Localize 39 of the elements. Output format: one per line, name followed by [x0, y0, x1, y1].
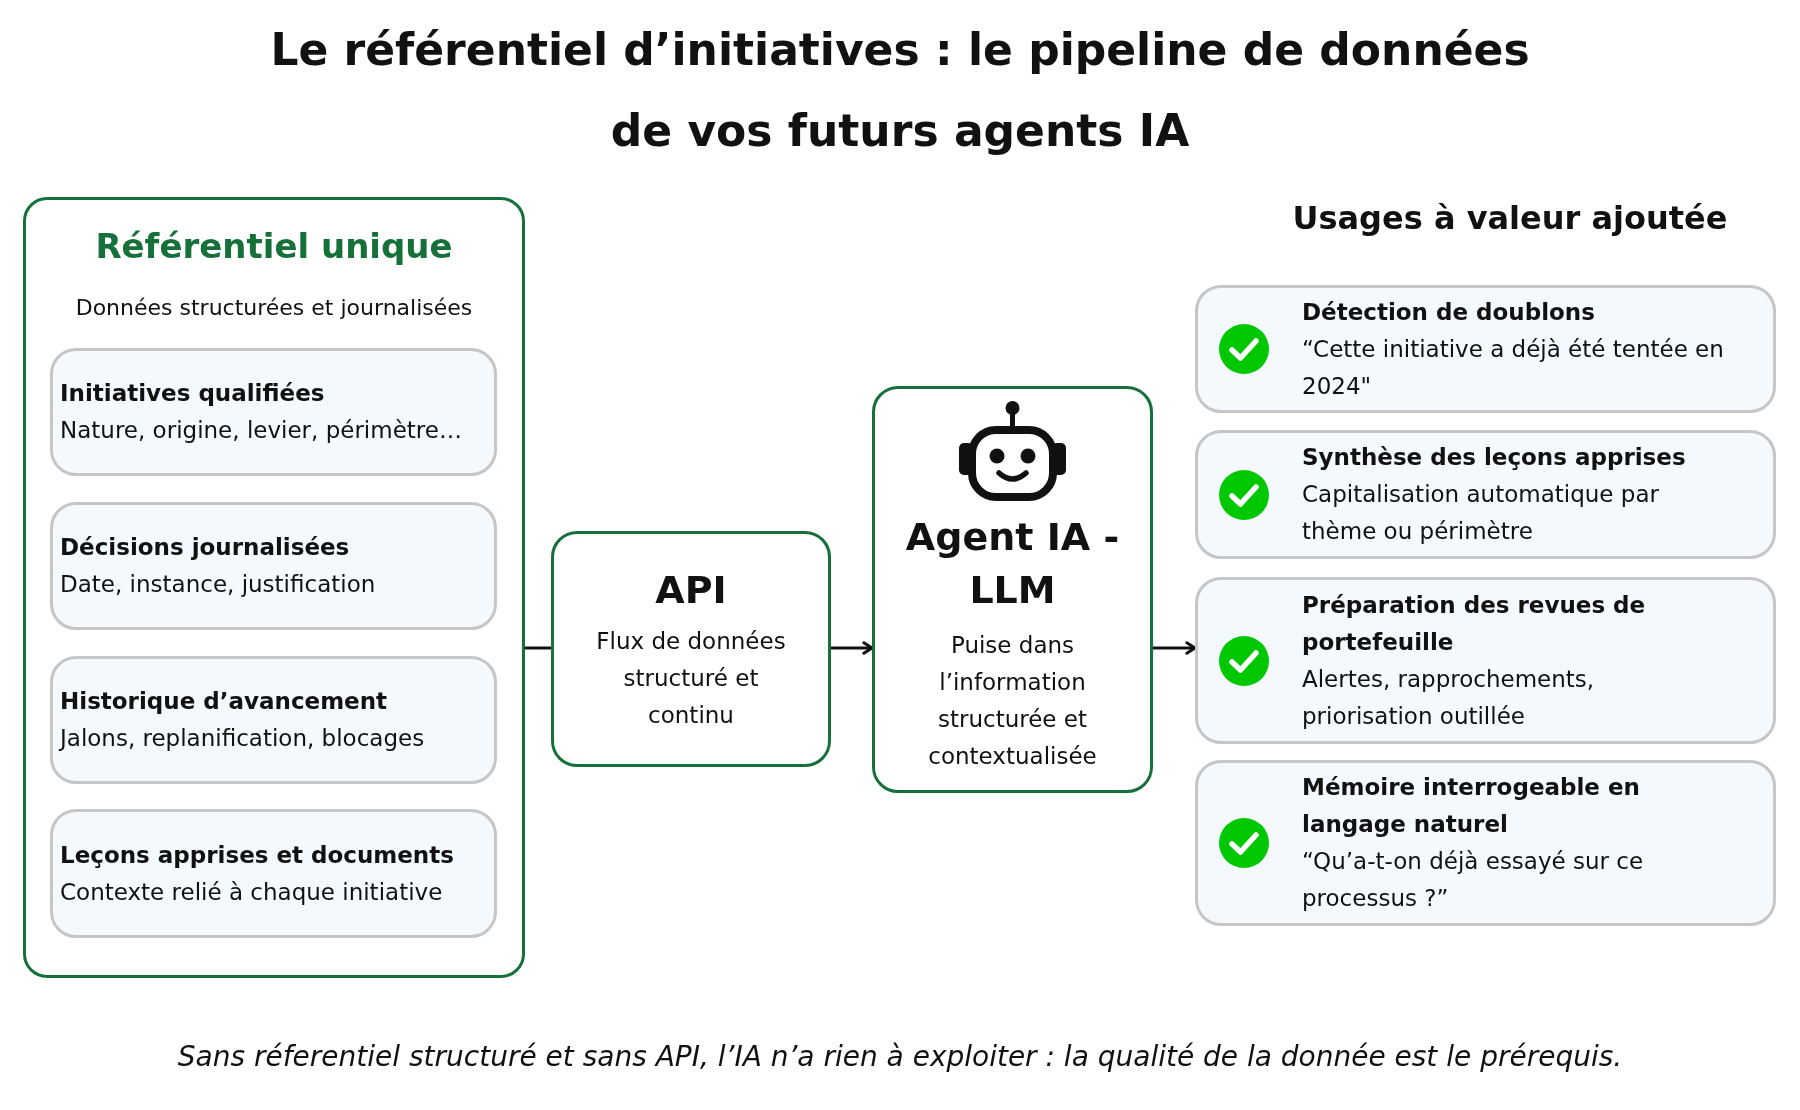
card-text: “Cette initiative a déjà été tentée en 2024": [1302, 334, 1725, 401]
caption: Sans réferentiel structuré et sans API, l’IA n’a rien à exploiter : la qualité de la donnée est le prérequis.: [177, 1039, 1623, 1075]
card-heading: Leçons apprises et documents: [60, 840, 454, 870]
card-text: “Qu’a-t-on déjà essayé sur ce processus ?”: [1302, 847, 1645, 913]
card-heading: Préparation des revues de portefeuille: [1302, 590, 1647, 657]
process-box: [551, 531, 831, 767]
arrow: [1153, 641, 1197, 655]
diagram-title: Le référentiel d’initiatives : le pipeline de données de vos futurs agents IA: [269, 23, 1531, 158]
info-card: [50, 809, 497, 938]
card-text: Contexte relié à chaque initiative: [60, 877, 443, 907]
info-card: [50, 502, 497, 630]
arrow: [831, 641, 874, 655]
box-heading: API: [655, 567, 727, 614]
usage-card: [1195, 760, 1776, 926]
box-text: Flux de données structuré et continu: [595, 627, 787, 730]
card-heading: Historique d’avancement: [60, 687, 388, 716]
info-card: [50, 348, 497, 476]
panel-heading: Référentiel unique: [95, 225, 453, 268]
card-text: Capitalisation automatique par thème ou périmètre: [1302, 480, 1660, 546]
card-heading: Décisions journalisées: [60, 533, 350, 562]
card-text: Date, instance, justification: [60, 570, 376, 599]
card-heading: Initiatives qualifiées: [60, 379, 325, 408]
panel-subtitle: Données structurées et journalisées: [75, 294, 473, 322]
section-heading: Usages à valeur ajoutée: [1292, 198, 1728, 239]
box-heading: Agent IA - LLM: [904, 514, 1121, 614]
info-card: [50, 656, 497, 784]
connector-line: [525, 646, 551, 650]
card-text: Jalons, replanification, blocages: [60, 724, 425, 753]
card-text: Nature, origine, levier, périmètre…: [60, 416, 462, 445]
panel: [23, 197, 525, 978]
box-text: Puise dans l’information structurée et contextualisée: [927, 631, 1098, 771]
usage-card: [1195, 285, 1776, 413]
process-box: [872, 386, 1153, 793]
usage-card: [1195, 430, 1776, 559]
card-text: Alertes, rapprochements, priorisation outillée: [1302, 664, 1596, 731]
card-heading: Synthèse des leçons apprises: [1302, 443, 1686, 472]
card-heading: Détection de doublons: [1302, 297, 1595, 327]
card-heading: Mémoire interrogeable en langage naturel: [1302, 773, 1641, 839]
usage-card: [1195, 577, 1776, 744]
